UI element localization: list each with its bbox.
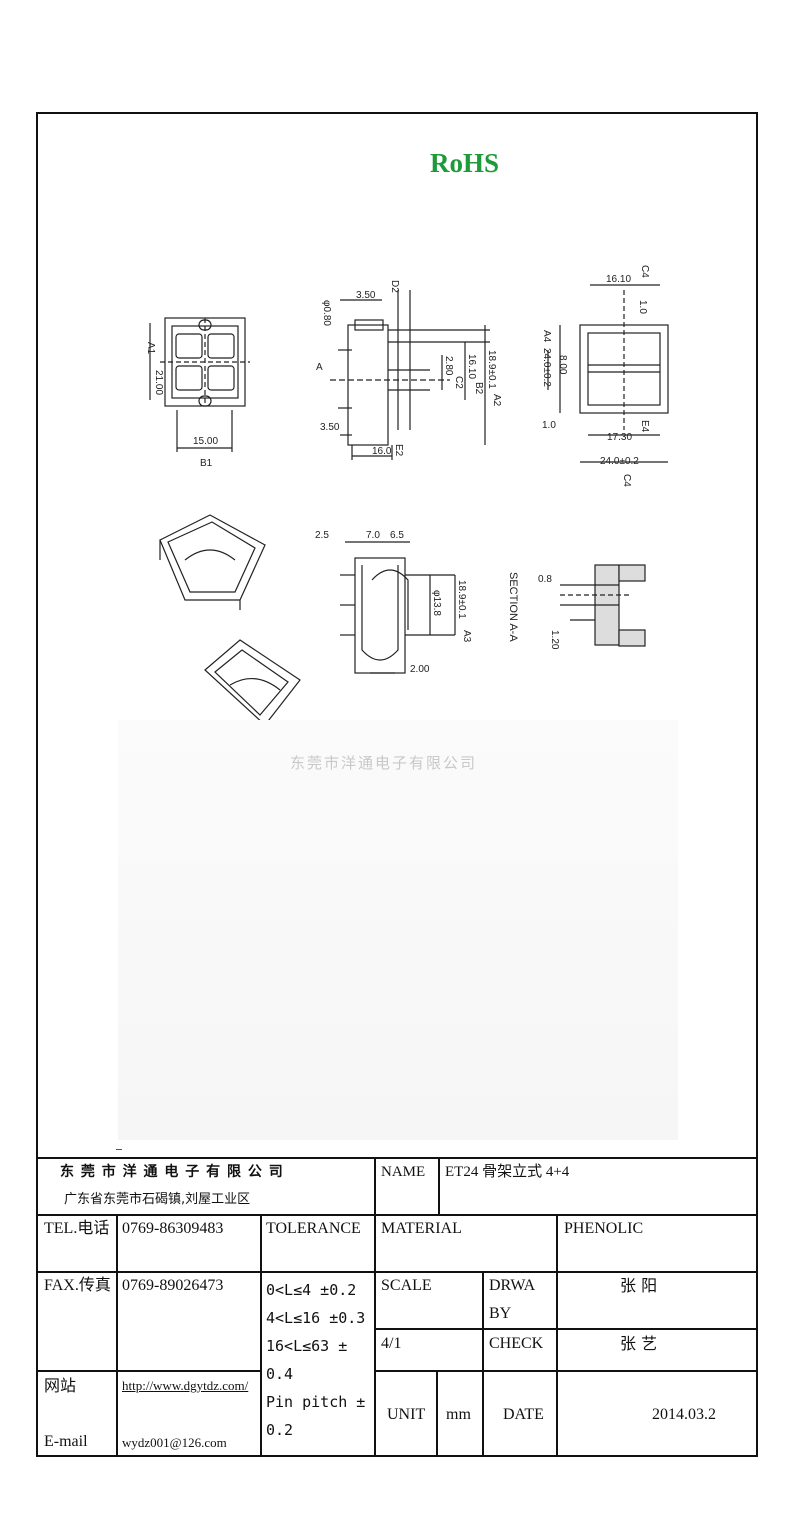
dim-1-0-top: 1.0: [637, 300, 648, 314]
tb-vline-tolerance: [260, 1214, 262, 1457]
check-value: 张 艺: [620, 1334, 658, 1353]
name-label: NAME: [381, 1164, 426, 1180]
tb-line-4: [374, 1328, 758, 1330]
fax-value: 0769-89026473: [122, 1277, 224, 1294]
dim-3-50-top: 3.50: [356, 290, 376, 301]
dim-1-0-bottom: 1.0: [542, 420, 556, 431]
tolerance-line-3: 16<L≤63 ±: [266, 1337, 348, 1355]
datum-a3: A3: [461, 630, 472, 643]
tolerance-line-1: 0<L≤4 ±0.2: [266, 1281, 357, 1299]
email-label: E-mail: [44, 1433, 88, 1450]
tolerance-line-4: 0.4: [266, 1365, 294, 1383]
iso-view-1: [159, 514, 266, 610]
fax-label: FAX.传真: [44, 1277, 111, 1294]
tolerance-line-5: Pin pitch ±: [266, 1393, 366, 1411]
drawn-by-value: 张 阳: [620, 1276, 658, 1295]
tb-line-3: [36, 1271, 758, 1273]
dim-phi-13-8: φ13.8: [431, 590, 442, 616]
dim-18-9: 18.9±0.1: [486, 350, 497, 389]
datum-c2: C2: [453, 376, 464, 389]
datum-b2: B2: [473, 382, 484, 395]
margin-tick: [116, 1149, 122, 1150]
website-link[interactable]: http://www.dgytdz.com/: [122, 1378, 249, 1393]
name-value: ET24 骨架立式 4+4: [445, 1164, 570, 1180]
tb-line-1: [36, 1157, 758, 1159]
tb-vline-drawn: [556, 1271, 558, 1457]
tb-line-2: [36, 1214, 758, 1216]
iso-view-2: [204, 639, 301, 726]
side-view: [330, 290, 490, 460]
top-view: [149, 317, 250, 452]
tb-vline-label: [116, 1214, 118, 1457]
dim-16-10-horizontal: 16.10: [606, 274, 631, 285]
datum-e2: E2: [393, 444, 404, 457]
drawn-by-label-1: DRWA: [489, 1277, 536, 1294]
datum-b1: B1: [200, 458, 213, 469]
tb-line-5b: [374, 1370, 758, 1372]
website-cell: http://www.dgytdz.com/: [122, 1376, 248, 1396]
dim-16-10-vertical: 16.10: [466, 354, 477, 379]
company-name: 东 莞 市 洋 通 电 子 有 限 公 司: [60, 1164, 284, 1180]
date-value: 2014.03.2: [652, 1406, 716, 1423]
dim-21-00: 21.00: [153, 370, 164, 395]
dim-15-00: 15.00: [193, 436, 218, 447]
tel-label: TEL.电话: [44, 1220, 110, 1237]
scale-label: SCALE: [381, 1277, 432, 1294]
email-value: wydz001@126.com: [122, 1435, 227, 1450]
check-label: CHECK: [489, 1335, 544, 1352]
section-mark-a: A: [316, 362, 323, 373]
website-label: 网站: [44, 1376, 77, 1395]
datum-e4: E4: [639, 420, 650, 433]
tolerance-line-2: 4<L≤16 ±0.3: [266, 1309, 366, 1327]
drawn-by-label-2: BY: [489, 1305, 512, 1322]
datum-c4-top: C4: [639, 265, 650, 278]
tb-vline-scale: [482, 1271, 484, 1457]
dim-24-0-vertical: 24.0±0.2: [541, 348, 552, 387]
section-a-a-label: SECTION A-A: [507, 572, 519, 642]
dim-6-5: 6.5: [390, 530, 404, 541]
dim-18-9-front: 18.9±0.1: [456, 580, 467, 619]
scale-value: 4/1: [381, 1335, 402, 1352]
dim-8-00: 8.00: [557, 355, 568, 375]
tb-vline-name: [374, 1157, 376, 1457]
dim-16-0: 16.0: [372, 446, 392, 457]
dim-17-30: 17.30: [607, 432, 632, 443]
dim-2-00: 2.00: [410, 664, 430, 675]
front-view: [340, 541, 456, 674]
tolerance-line-6: 0.2: [266, 1421, 294, 1439]
datum-a4: A4: [541, 330, 552, 343]
tolerance-table: 0<L≤4 ±0.2 4<L≤16 ±0.3 16<L≤63 ± 0.4 Pin…: [266, 1276, 365, 1444]
tolerance-label: TOLERANCE: [266, 1220, 361, 1237]
material-label: MATERIAL: [381, 1220, 462, 1237]
datum-c4-bottom: C4: [621, 474, 632, 487]
unit-label: UNIT: [387, 1406, 426, 1423]
tel-value: 0769-86309483: [122, 1220, 224, 1237]
tb-vline-name-value: [438, 1157, 440, 1214]
tb-line-5a: [36, 1370, 260, 1372]
dim-3-50-bottom: 3.50: [320, 422, 340, 433]
datum-d2: D2: [389, 280, 400, 293]
datum-a1: A1: [145, 342, 156, 355]
dim-0-8: 0.8: [538, 574, 552, 585]
material-value: PHENOLIC: [564, 1220, 644, 1237]
dim-2-5: 2.5: [315, 530, 329, 541]
technical-drawing: 21.00 A1 15.00 B1 φ0.80 3.50 D2 3.50 16.…: [145, 265, 669, 726]
blank-area: [118, 720, 678, 1140]
datum-a2: A2: [491, 394, 502, 407]
dim-7-0: 7.0: [366, 530, 380, 541]
dim-phi-0-80: φ0.80: [321, 300, 332, 326]
dim-2-80: 2.80: [443, 356, 454, 376]
dim-24-0-horizontal: 24.0±0.2: [600, 456, 639, 467]
tb-vline-material: [556, 1214, 558, 1271]
right-view: [547, 284, 669, 463]
rohs-mark: RoHS: [430, 148, 500, 178]
section-view: [560, 564, 646, 647]
company-watermark: 东莞市洋通电子有限公司: [290, 754, 478, 772]
date-label: DATE: [503, 1406, 544, 1423]
drawing-sheet-border: [36, 112, 758, 1457]
company-address: 广东省东莞市石碣镇,刘屋工业区: [64, 1192, 251, 1207]
dim-1-20: 1.20: [549, 630, 560, 650]
tb-vline-unit: [436, 1370, 438, 1457]
unit-value: mm: [446, 1406, 471, 1423]
